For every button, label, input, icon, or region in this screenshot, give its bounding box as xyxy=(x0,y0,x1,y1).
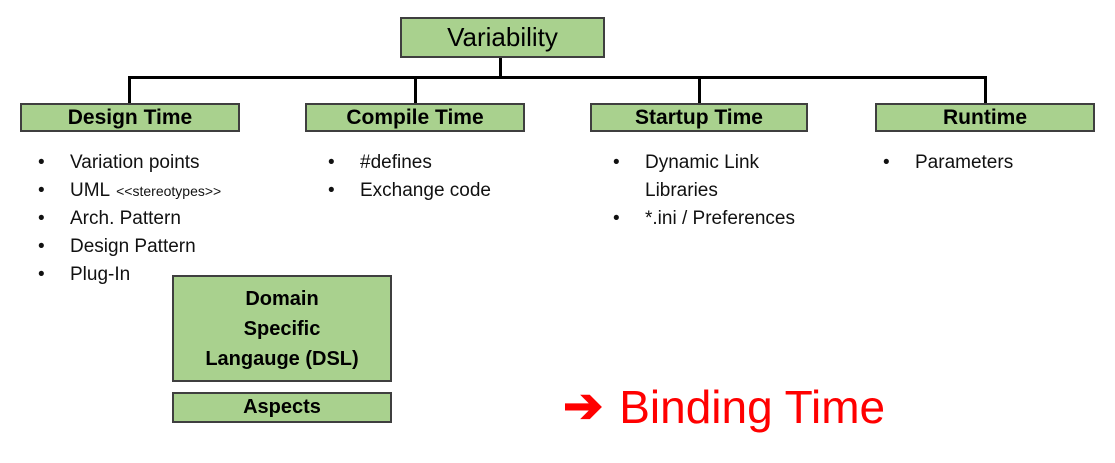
branch-header-label: Startup Time xyxy=(635,105,763,129)
compile-time-list: • #defines • Exchange code xyxy=(328,149,568,205)
list-item-note: <<stereotypes>> xyxy=(116,183,222,199)
bullet-icon: • xyxy=(38,180,45,201)
bullet-icon: • xyxy=(613,208,620,229)
bullet-icon: • xyxy=(38,208,45,229)
startup-time-list: • Dynamic Link Libraries • *.ini / Prefe… xyxy=(613,149,853,233)
list-item: • Variation points xyxy=(38,149,308,177)
list-item: • Design Pattern xyxy=(38,233,308,261)
aspects-box-label: Aspects xyxy=(243,396,321,418)
list-item-text: Exchange code xyxy=(360,180,491,201)
dsl-box-line: Specific xyxy=(243,317,321,340)
branch-header-compile-time: Compile Time xyxy=(305,103,525,132)
bullet-icon: • xyxy=(328,152,335,173)
list-item: • Exchange code xyxy=(328,177,568,205)
list-item: • Arch. Pattern xyxy=(38,205,308,233)
branch-header-runtime: Runtime xyxy=(875,103,1095,132)
list-item-text: Dynamic Link Libraries xyxy=(645,152,760,201)
list-item-text: Parameters xyxy=(915,152,1014,173)
root-node-variability: Variability xyxy=(400,17,605,58)
bullet-icon: • xyxy=(613,152,620,173)
branch-header-design-time: Design Time xyxy=(20,103,240,132)
list-item-text: Design Pattern xyxy=(70,236,196,257)
bullet-icon: • xyxy=(38,236,45,257)
root-node-label: Variability xyxy=(447,22,558,52)
dsl-box-line: Langauge (DSL) xyxy=(205,347,359,370)
runtime-list: • Parameters xyxy=(883,149,1108,177)
list-item: • Plug-In xyxy=(38,261,308,289)
list-item: • *.ini / Preferences xyxy=(613,205,853,233)
list-item-text: UML xyxy=(70,180,111,201)
list-item-text: Variation points xyxy=(70,152,200,173)
aspects-box: Aspects xyxy=(172,392,392,423)
connector-horizontal-bar xyxy=(128,76,987,79)
branch-header-label: Design Time xyxy=(67,105,193,129)
list-item-text: Plug-In xyxy=(70,264,131,285)
connector-root-stem xyxy=(499,58,502,77)
list-item: • #defines xyxy=(328,149,568,177)
branch-header-label: Compile Time xyxy=(346,105,484,129)
right-arrow-icon: ➔ xyxy=(563,380,604,433)
list-item-text: *.ini / Preferences xyxy=(645,208,795,229)
binding-time-label: Binding Time xyxy=(619,381,886,433)
list-item: • Dynamic Link Libraries xyxy=(613,149,853,205)
bullet-icon: • xyxy=(38,264,45,285)
list-item: • UML <<stereotypes>> xyxy=(38,177,308,205)
list-item-text: #defines xyxy=(360,152,432,173)
list-item-text: Arch. Pattern xyxy=(70,208,181,229)
bullet-icon: • xyxy=(38,152,45,173)
bullet-icon: • xyxy=(883,152,890,173)
dsl-box-line: Domain xyxy=(245,287,319,310)
branch-header-label: Runtime xyxy=(943,105,1027,129)
list-item: • Parameters xyxy=(883,149,1108,177)
connector-drop-startup-time xyxy=(698,76,701,103)
connector-drop-compile-time xyxy=(414,76,417,103)
design-time-list: • Variation points • UML <<stereotypes>>… xyxy=(38,149,308,289)
connector-drop-design-time xyxy=(128,76,131,103)
bullet-icon: • xyxy=(328,180,335,201)
connector-drop-runtime xyxy=(984,76,987,103)
binding-time-annotation: ➔ Binding Time xyxy=(563,383,885,431)
branch-header-startup-time: Startup Time xyxy=(590,103,808,132)
dsl-box: Domain Specific Langauge (DSL) xyxy=(172,275,392,382)
